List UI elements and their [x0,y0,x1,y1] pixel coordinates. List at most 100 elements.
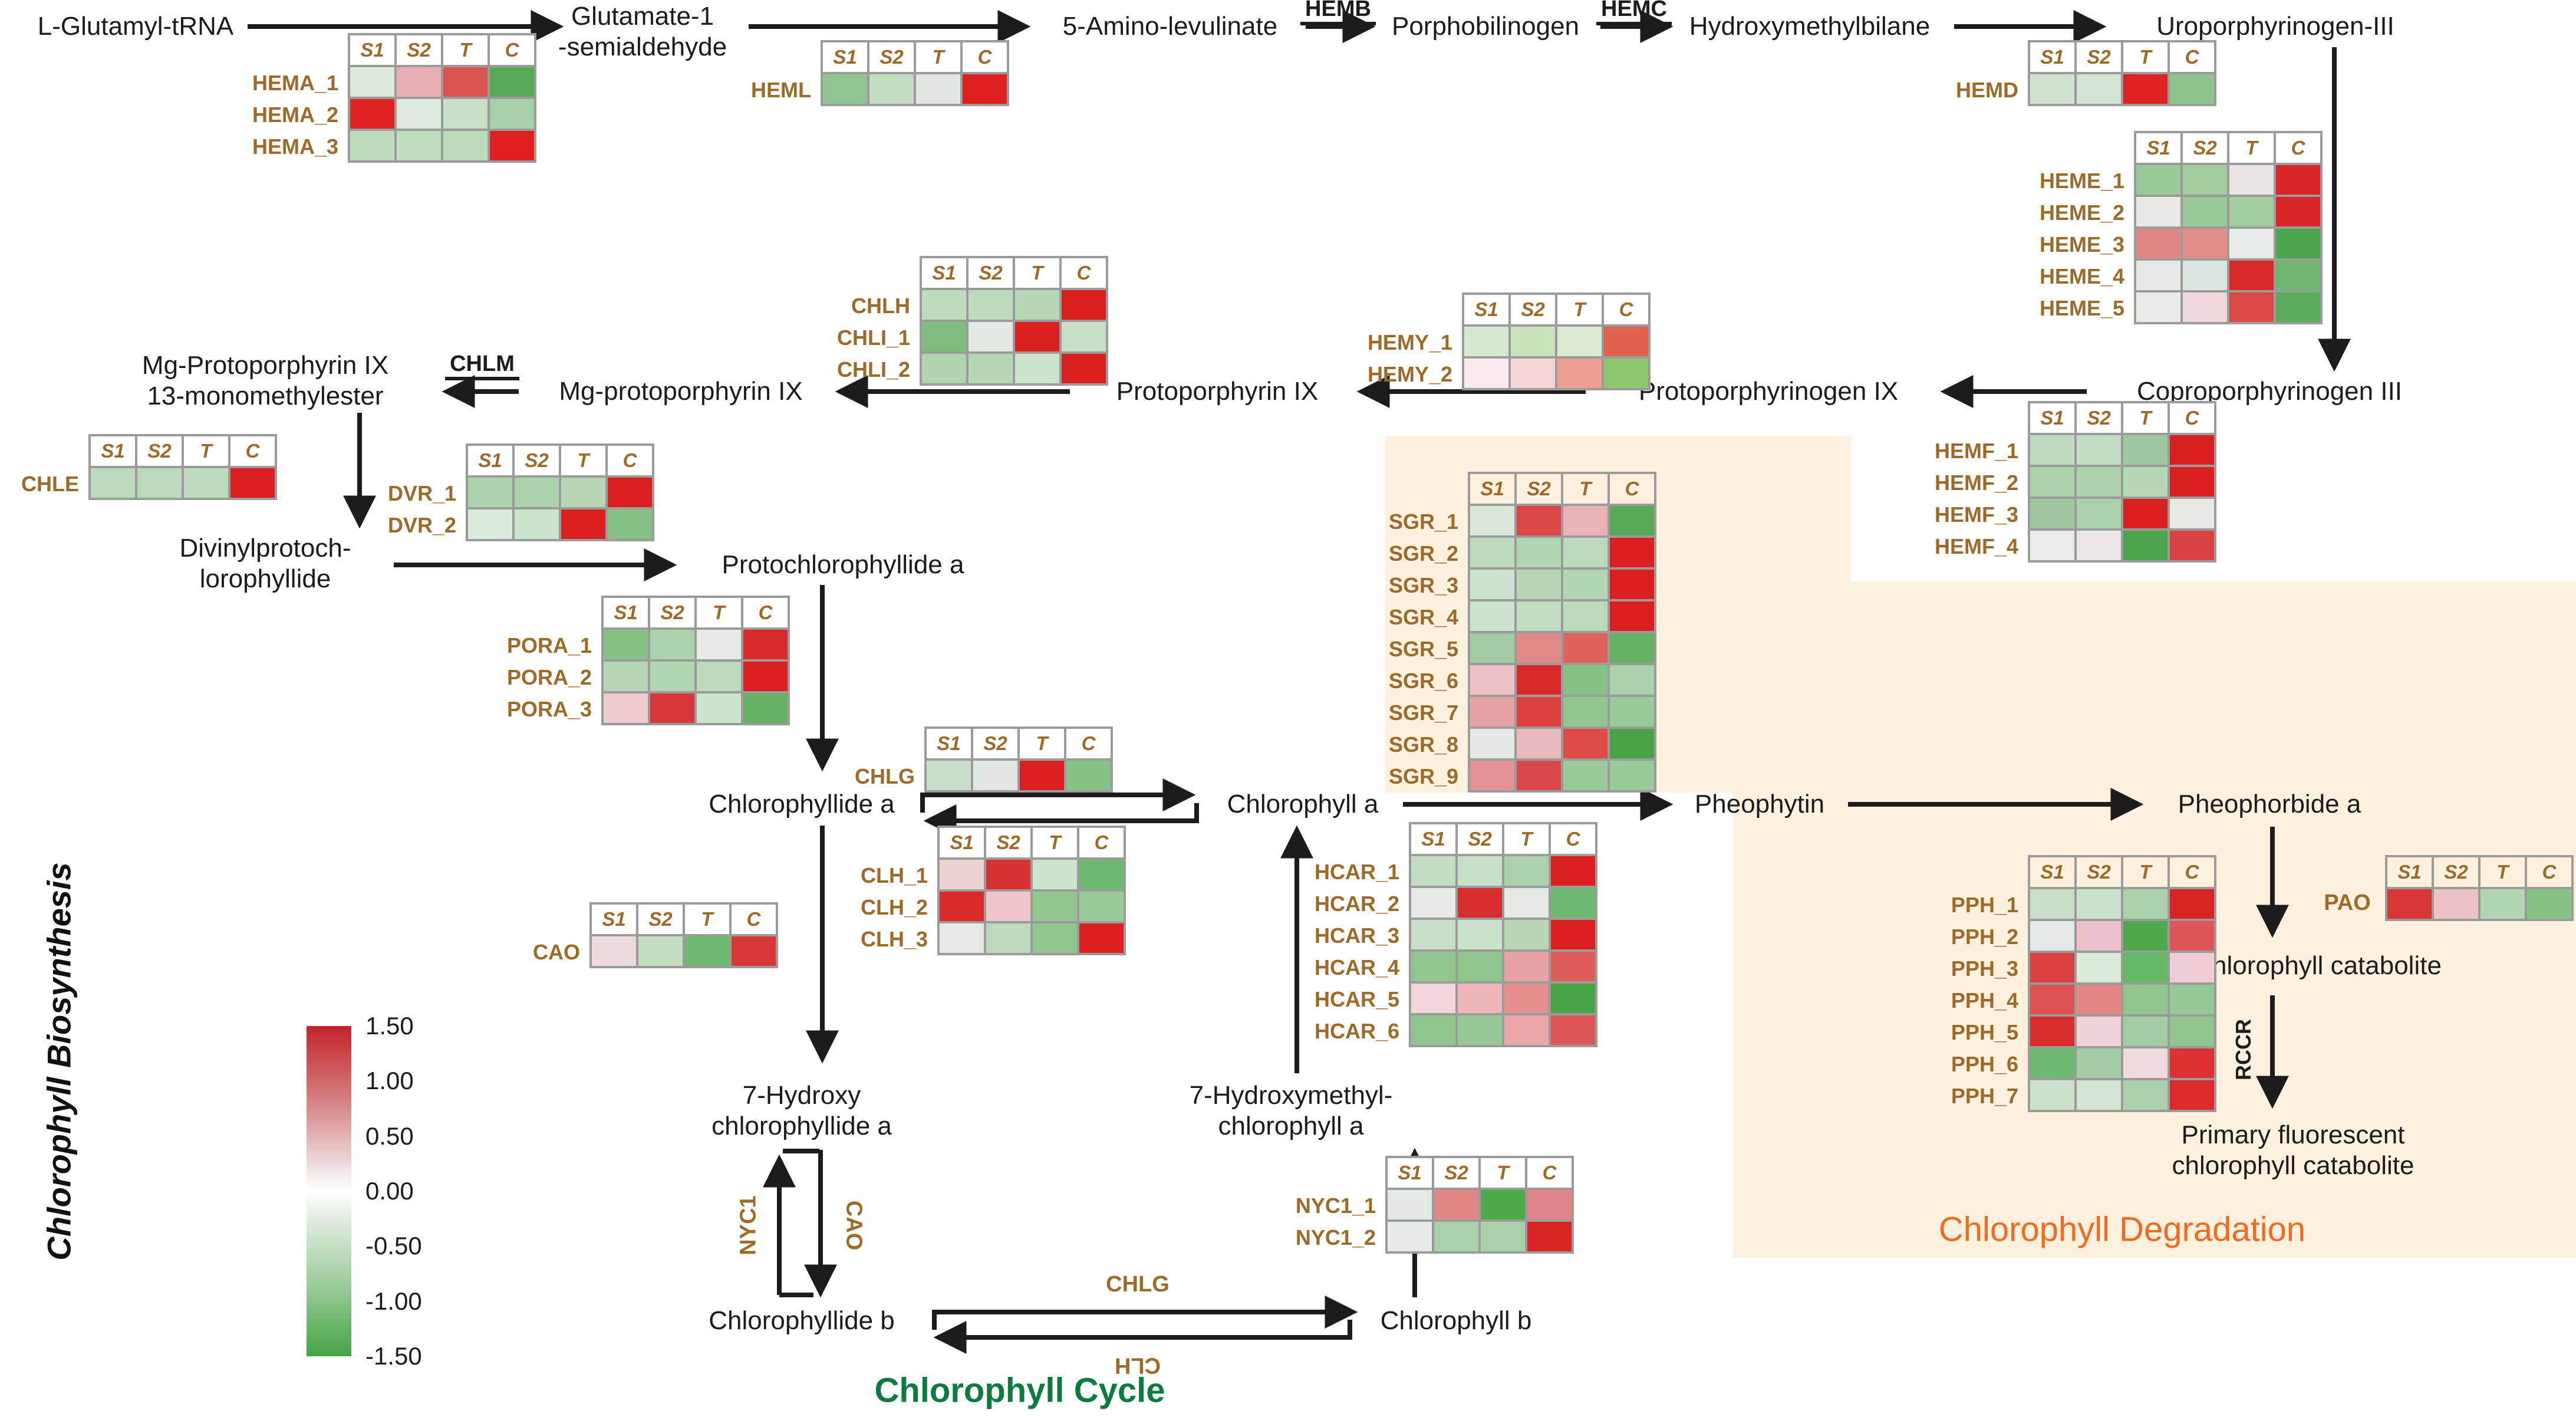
heatmap-row-label-HEMF_2: HEMF_2 [1934,471,2018,495]
legend-tick--0.50: -0.50 [365,1232,422,1260]
heatmap-cell-HEML-S2 [869,74,914,104]
heatmap-cell-CLH_1-T [1033,860,1077,889]
heatmap-col-header-S2: S2 [1511,295,1555,324]
heatmap-col-header-S1: S1 [91,436,135,466]
heatmap-col-header-S2: S2 [397,35,441,65]
label-chlorophyll-a: Chlorophyll a [1227,790,1379,818]
heatmap-cell-HEME_2-S1 [2136,197,2180,226]
heatmap-col-header-S2: S2 [650,598,694,627]
heatmap-cell-SGR_3-C [1610,570,1654,599]
heatmap-cell-HCAR_4-S1 [1411,952,1455,981]
heatmap-col-header-S1: S1 [592,905,636,934]
heatmap-row-label-HEMA_1: HEMA_1 [252,71,338,95]
label-chlorophyll-b: Chlorophyll b [1380,1306,1532,1335]
heatmap-cell-PPH_2-T [2123,921,2167,951]
heatmap-cell-PORA_3-T [697,693,741,723]
heatmap-row-label-SGR_2: SGR_2 [1388,541,1458,566]
heatmap-cell-HEME_4-T [2229,261,2274,290]
heatmap-cell-SGR_5-S1 [1470,633,1514,663]
heatmap-row-label-PORA_1: PORA_1 [506,633,592,657]
heatmap-col-header-T: T [1033,828,1077,857]
heatmap-col-header-T: T [561,446,605,475]
heatmap-cell-pao-T [2481,889,2525,919]
heatmap-cell-HEME_2-C [2276,197,2320,226]
heatmap-cell-CHLE-T [184,468,228,498]
heatmap-cell-PPH_4-C [2170,985,2214,1014]
heatmap-cell-PORA_3-C [743,693,788,723]
heatmap-cell-DVR_2-S2 [515,509,559,539]
heatmap-row-label-PORA_3: PORA_3 [506,697,592,721]
heatmap-row-label-NYC1_2: NYC1_2 [1295,1225,1376,1250]
label-nyc1-cycle: NYC1 [736,1195,761,1255]
heatmap-col-header-S1: S1 [2030,403,2074,433]
heatmap-col-header-T: T [2229,133,2274,163]
heatmap-cell-HCAR_2-C [1551,888,1595,918]
heatmap-col-header-T: T [697,598,741,627]
heatmap-row-label-SGR_7: SGR_7 [1388,701,1458,725]
legend-tick--1.50: -1.50 [365,1342,422,1370]
heatmap-cell-HCAR_6-S1 [1411,1015,1455,1045]
heatmap-cell-PPH_5-T [2123,1017,2167,1046]
heatmap-cell-CAO-S1 [592,936,636,966]
label-porphobilinogen: Porphobilinogen [1391,12,1580,41]
heatmap-cell-PPH_2-S1 [2030,921,2074,951]
heatmap-cell-HCAR_5-S1 [1411,984,1455,1013]
heatmap-cell-SGR_2-S2 [1517,538,1561,567]
heatmap-col-header-C: C [1079,828,1124,857]
heatmap-cell-HEMF_3-C [2170,499,2214,528]
heatmap-col-header-T: T [2123,857,2167,887]
heatmap-cell-HCAR_3-T [1504,920,1549,949]
heatmap-cell-CHLI_2-S1 [922,354,966,383]
heatmap-col-header-S2: S2 [2434,857,2478,887]
heatmap-col-header-T: T [443,35,487,65]
heatmap-cell-HEMF_2-T [2123,467,2167,497]
heatmap-cell-CAO-T [685,936,729,966]
heatmap-cell-SGR_8-S1 [1470,729,1514,758]
heatmap-cell-HCAR_6-T [1504,1015,1549,1045]
heatmap-cell-SGR_1-S1 [1470,506,1514,535]
heatmap-cell-HEME_3-S2 [2183,229,2227,258]
heatmap-row-label-PORA_2: PORA_2 [506,665,592,689]
heatmap-col-header-T: T [916,42,960,72]
heatmap-cell-SGR_3-S2 [1517,570,1561,599]
heatmap-cell-SGR_5-T [1563,633,1607,663]
label-protochlorophyllide-a: Protochlorophyllide a [722,550,964,579]
heatmap-cell-SGR_4-T [1563,601,1607,631]
heatmap-col-header-T: T [1504,824,1549,854]
heatmap-cell-HCAR_1-C [1551,856,1595,886]
heatmap-cell-HEME_2-T [2229,197,2274,226]
heatmap-cell-PPH_4-S2 [2077,985,2121,1014]
heatmap-col-header-T: T [1015,258,1059,288]
heatmap-cell-PORA_2-C [743,662,788,691]
heatmap-col-header-C: C [1610,474,1654,504]
label-7-hydroxymethyl-chlorophyll-a: 7-Hydroxymethyl-chlorophyll a [1189,1081,1393,1140]
heatmap-cell-PPH_5-S2 [2077,1017,2121,1046]
heatmap-cell-DVR_2-T [561,509,605,539]
heatmap-col-header-S1: S1 [1388,1158,1432,1188]
heatmap-cell-PPH_1-S2 [2077,889,2121,919]
heatmap-cell-HEMY_1-T [1557,327,1602,356]
heatmap-col-header-C: C [1527,1158,1572,1188]
heatmap-cell-HEME_1-S2 [2183,165,2227,195]
heatmap-cell-HEMY_2-T [1557,359,1602,388]
heatmap-row-label-SGR_4: SGR_4 [1388,605,1458,629]
label-protoporphyrin-ix: Protoporphyrin IX [1116,377,1319,406]
heatmap-cell-HEMF_1-S2 [2077,435,2121,465]
heatmap-col-header-S2: S2 [973,729,1017,758]
heatmap-cell-DVR_1-T [561,478,605,507]
heatmap-cell-HEMD-T [2123,74,2167,104]
heatmap-cell-SGR_6-S1 [1470,665,1514,695]
heatmap-cell-PPH_6-T [2123,1048,2167,1078]
label-coproporphyrinogen-iii: Coproporphyrinogen III [2136,377,2403,406]
label-rccr: RCCR [2231,1019,2255,1080]
label-pao: PAO [2324,890,2371,915]
heatmap-cell-DVR_2-C [608,509,652,539]
